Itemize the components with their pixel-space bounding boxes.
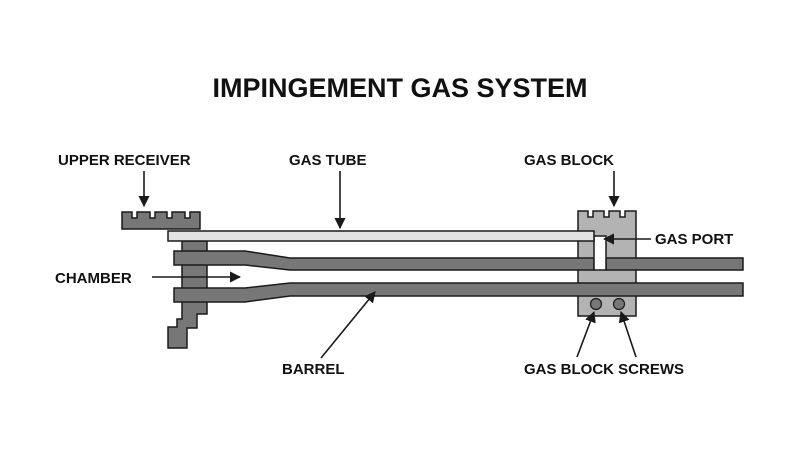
barrel-muzzle-upper — [605, 257, 744, 271]
barrel-lower-wall — [173, 282, 744, 303]
arrow-screw-right — [618, 310, 637, 358]
label-barrel: BARREL — [282, 361, 345, 378]
label-gas-tube: GAS TUBE — [289, 152, 367, 169]
gas-block-screw-left — [589, 297, 603, 311]
label-gas-block-screws: GAS BLOCK SCREWS — [524, 361, 684, 378]
label-gas-port: GAS PORT — [655, 231, 733, 248]
upper-receiver — [121, 211, 201, 230]
gas-tube — [167, 230, 595, 242]
label-gas-block: GAS BLOCK — [524, 152, 614, 169]
arrow-screw-left — [576, 310, 596, 358]
label-upper-receiver: UPPER RECEIVER — [58, 152, 191, 169]
label-chamber: CHAMBER — [55, 270, 132, 287]
arrow-barrel — [320, 291, 376, 359]
diagram-title: IMPINGEMENT GAS SYSTEM — [212, 73, 587, 103]
barrel-upper-wall — [173, 250, 595, 271]
gas-port — [593, 235, 607, 271]
gas-block-screw-right — [612, 297, 626, 311]
